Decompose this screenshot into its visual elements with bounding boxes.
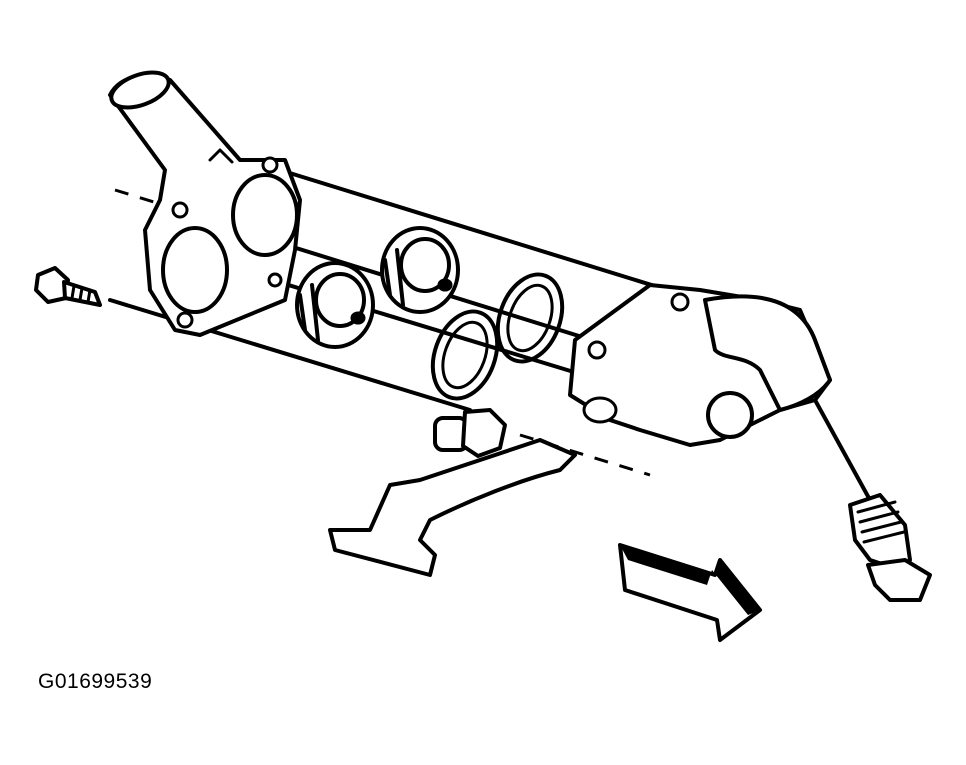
housing-port-upper — [231, 173, 299, 257]
housing-port-lower — [161, 226, 229, 314]
seal-ring-1-inner — [441, 320, 489, 390]
bolt-threads — [70, 284, 92, 304]
outlet-elbow — [703, 294, 832, 412]
outlet-bolt-hole-2 — [587, 340, 607, 360]
thermostat-1-body — [314, 272, 366, 328]
sensor-leader-line — [813, 398, 872, 502]
alignment-line-bolt — [108, 298, 472, 412]
figure-id-label: G01699539 — [38, 670, 153, 693]
housing-nipple — [208, 148, 234, 164]
thermostat-1 — [295, 261, 375, 349]
thermostat-2-pin — [437, 278, 453, 292]
thermostat-2-ribs — [383, 248, 405, 307]
bypass-pipe — [328, 438, 577, 577]
outlet-housing — [568, 283, 832, 447]
outlet-lower-port — [706, 391, 754, 439]
temperature-sensor — [848, 493, 932, 602]
seal-ring-2-outer — [495, 272, 565, 364]
bolt — [34, 266, 102, 307]
drain-plug — [433, 408, 507, 458]
housing-bolt-hole-2 — [171, 201, 189, 219]
thermostat-2 — [380, 226, 460, 314]
thermostat-1-ribs — [298, 283, 320, 342]
outlet-boss — [582, 396, 618, 424]
thermostat-2-body — [399, 237, 451, 293]
plug-hex — [461, 408, 507, 458]
thermostat-housing — [108, 70, 302, 337]
sensor-threads — [856, 500, 906, 544]
sensor-connector — [866, 558, 932, 602]
alignment-line-top — [278, 168, 702, 302]
outlet-bolt-hole-1 — [670, 292, 690, 312]
direction-arrow — [618, 543, 762, 642]
seal-ring-2-inner — [506, 283, 554, 353]
seals — [430, 272, 565, 401]
housing-bolt-hole-1 — [261, 156, 279, 174]
inlet-pipe-opening — [109, 70, 171, 110]
bypass-pipe-body — [328, 438, 577, 577]
arrow-shading — [620, 545, 760, 615]
housing-bolt-hole-3 — [176, 311, 194, 329]
dash-line-right-2 — [519, 433, 651, 477]
seal-ring-1-outer — [430, 309, 500, 401]
housing-bolt-hole-4 — [267, 272, 283, 288]
thermostat-1-pin — [350, 311, 366, 325]
